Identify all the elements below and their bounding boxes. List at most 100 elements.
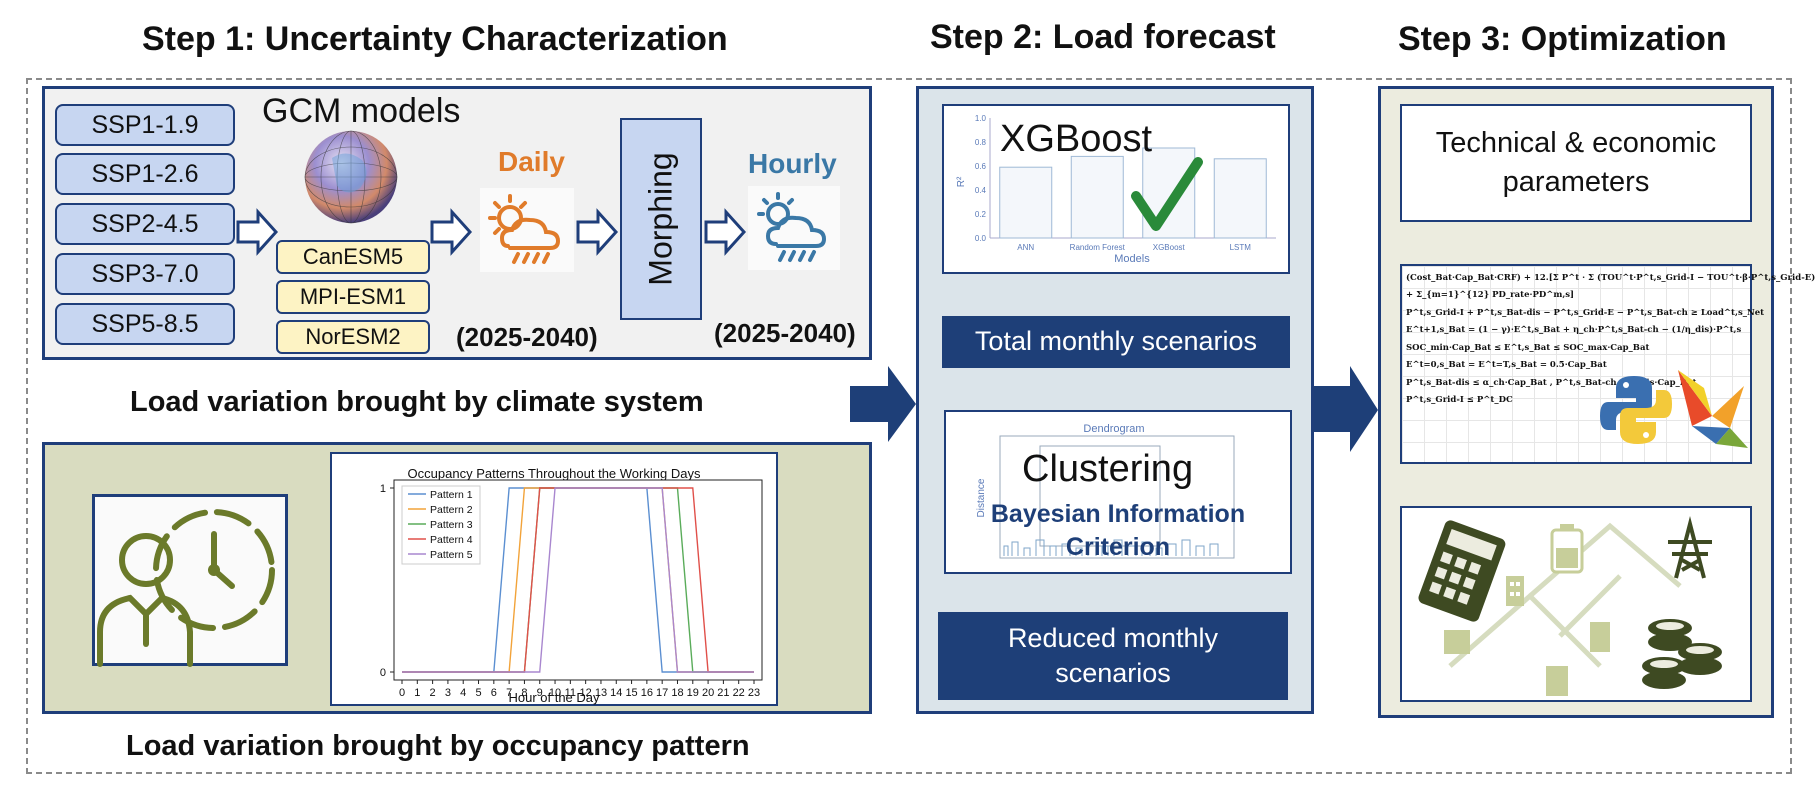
- formula-line: E^t=0,s_Bat = E^t=T,s_Bat = 0.5·Cap_Bat: [1406, 360, 1607, 371]
- person-clock-icon: [92, 494, 288, 667]
- step2-title: Step 2: Load forecast: [930, 18, 1276, 56]
- x-tick-label: 6: [491, 687, 497, 699]
- x-tick-label: 13: [595, 687, 607, 699]
- x-tick-label: 4: [460, 687, 466, 699]
- morphing-label: Morphing: [642, 152, 679, 286]
- x-tick-label: 1: [414, 687, 420, 699]
- gcm-model-box: NorESM2: [276, 320, 430, 354]
- globe-icon: [304, 130, 398, 224]
- x-tick-label: 19: [687, 687, 699, 699]
- formula-line: + Σ_{m=1}^{12} PD_rate·PD^m,s]: [1406, 290, 1575, 301]
- x-tick-label: 2: [430, 687, 436, 699]
- daily-label: Daily: [498, 146, 565, 177]
- gcm-model-box: CanESM5: [276, 240, 430, 274]
- x-tick-label: 14: [610, 687, 622, 699]
- coins-icon: [1642, 619, 1722, 689]
- y-tick-label: 0: [380, 667, 386, 679]
- x-tick-label: 21: [717, 687, 729, 699]
- arrow-right-icon: [236, 208, 279, 256]
- occupancy-chart-title: Occupancy Patterns Throughout the Workin…: [407, 466, 701, 481]
- formula-line: E^t+1,s_Bat = (1 − γ)·E^t,s_Bat + η_ch·P…: [1406, 325, 1742, 336]
- formula-line: SOC_min·Cap_Bat ≤ E^t,s_Bat ≤ SOC_max·Ca…: [1406, 342, 1650, 353]
- bar-y-tick: 0.4: [975, 186, 987, 195]
- x-tick-label: 16: [641, 687, 653, 699]
- ssp-box: SSP1-1.9: [55, 104, 235, 146]
- legend-label: Pattern 2: [430, 504, 473, 516]
- battery-icon: [1550, 524, 1584, 574]
- big-arrow-right-icon: [850, 366, 916, 442]
- checkmark-icon: [1131, 157, 1203, 231]
- xgboost-label: XGBoost: [1000, 118, 1153, 160]
- parameters-box: Technical & economic parameters: [1400, 104, 1752, 222]
- formula-text: (Cost_Bat·Cap_Bat·CRF) + 12.[Σ P^t · Σ (…: [1406, 270, 1816, 409]
- occupancy-xlabel: Hour of the Day: [508, 690, 600, 705]
- formula-line: (Cost_Bat·Cap_Bat·CRF) + 12.[Σ P^t · Σ (…: [1406, 273, 1816, 283]
- x-tick-label: 10: [549, 687, 561, 699]
- x-tick-label: 17: [656, 687, 668, 699]
- bar-y-tick: 0.0: [975, 234, 987, 243]
- x-tick-label: 15: [625, 687, 637, 699]
- bar-y-tick: 0.2: [975, 210, 987, 219]
- step1-title: Step 1: Uncertainty Characterization: [142, 20, 728, 58]
- total-scenarios-box: Total monthly scenarios: [942, 316, 1290, 368]
- x-tick-label: 9: [537, 687, 543, 699]
- formula-line: P^t,s_Bat-dis ≤ α_ch·Cap_Bat , P^t,s_Bat…: [1406, 377, 1697, 388]
- legend-label: Pattern 1: [430, 489, 473, 501]
- gcm-title: GCM models: [262, 92, 461, 130]
- x-tick-label: 0: [399, 687, 405, 699]
- climate-caption: Load variation brought by climate system: [130, 386, 704, 418]
- x-tick-label: 22: [733, 687, 745, 699]
- bar-category-label: ANN: [1017, 243, 1034, 252]
- outer-dashed-frame: [26, 78, 1792, 774]
- bic-label: Bayesian Information Criterion: [990, 500, 1246, 561]
- occupancy-caption: Load variation brought by occupancy patt…: [126, 730, 750, 762]
- x-tick-label: 23: [748, 687, 760, 699]
- y-tick-label: 1: [380, 483, 386, 495]
- bar-y-tick: 0.8: [975, 138, 987, 147]
- formula-box: (Cost_Bat·Cap_Bat·CRF) + 12.[Σ P^t · Σ (…: [1400, 264, 1816, 464]
- x-tick-label: 3: [445, 687, 451, 699]
- bar-category-label: LSTM: [1230, 243, 1252, 252]
- legend-frame: [401, 485, 481, 565]
- legend-label: Pattern 3: [430, 519, 473, 531]
- ssp-box: SSP5-8.5: [55, 303, 235, 345]
- x-tick-label: 5: [475, 687, 481, 699]
- bar: [1213, 158, 1267, 239]
- bar: [999, 166, 1053, 239]
- ssp-box: SSP3-7.0: [55, 253, 235, 295]
- ssp-box: SSP1-2.6: [55, 153, 235, 195]
- arrow-right-icon: [704, 208, 747, 256]
- formula-grid: [1402, 266, 1750, 462]
- distance-label: Distance: [976, 478, 987, 517]
- morphing-box: [620, 118, 702, 320]
- period-daily: (2025-2040): [456, 322, 598, 352]
- sun-cloud-rain-icon: [748, 186, 840, 270]
- arrow-right-icon: [430, 208, 473, 256]
- step3-title: Step 3: Optimization: [1398, 20, 1727, 58]
- bar-category-label: Random Forest: [1070, 243, 1126, 252]
- bar: [1070, 155, 1124, 239]
- bar-y-tick: 0.6: [975, 162, 987, 171]
- x-tick-label: 12: [580, 687, 592, 699]
- x-tick-label: 20: [702, 687, 714, 699]
- period-hourly: (2025-2040): [714, 318, 856, 348]
- x-tick-label: 11: [565, 687, 576, 699]
- dendrogram-title: Dendrogram: [1083, 423, 1144, 435]
- energy-system-illustration: [1418, 516, 1722, 696]
- arrow-right-icon: [576, 208, 619, 256]
- building-icon: [1444, 576, 1610, 696]
- python-logo-icon: [1600, 376, 1672, 444]
- solver-logo-icon: [1678, 370, 1748, 448]
- bar-y-tick: 1.0: [975, 114, 987, 123]
- reduced-scenarios-box: Reduced monthly scenarios: [938, 612, 1288, 700]
- clustering-label: Clustering: [1022, 448, 1194, 490]
- x-tick-label: 7: [506, 687, 512, 699]
- legend-label: Pattern 4: [430, 534, 473, 546]
- calculator-icon: [1418, 520, 1506, 622]
- bar-category-label: XGBoost: [1153, 243, 1186, 252]
- sun-cloud-rain-icon: [480, 188, 574, 272]
- power-tower-icon: [1668, 516, 1712, 579]
- models-label: Models: [1114, 253, 1150, 265]
- x-tick-label: 18: [671, 687, 683, 699]
